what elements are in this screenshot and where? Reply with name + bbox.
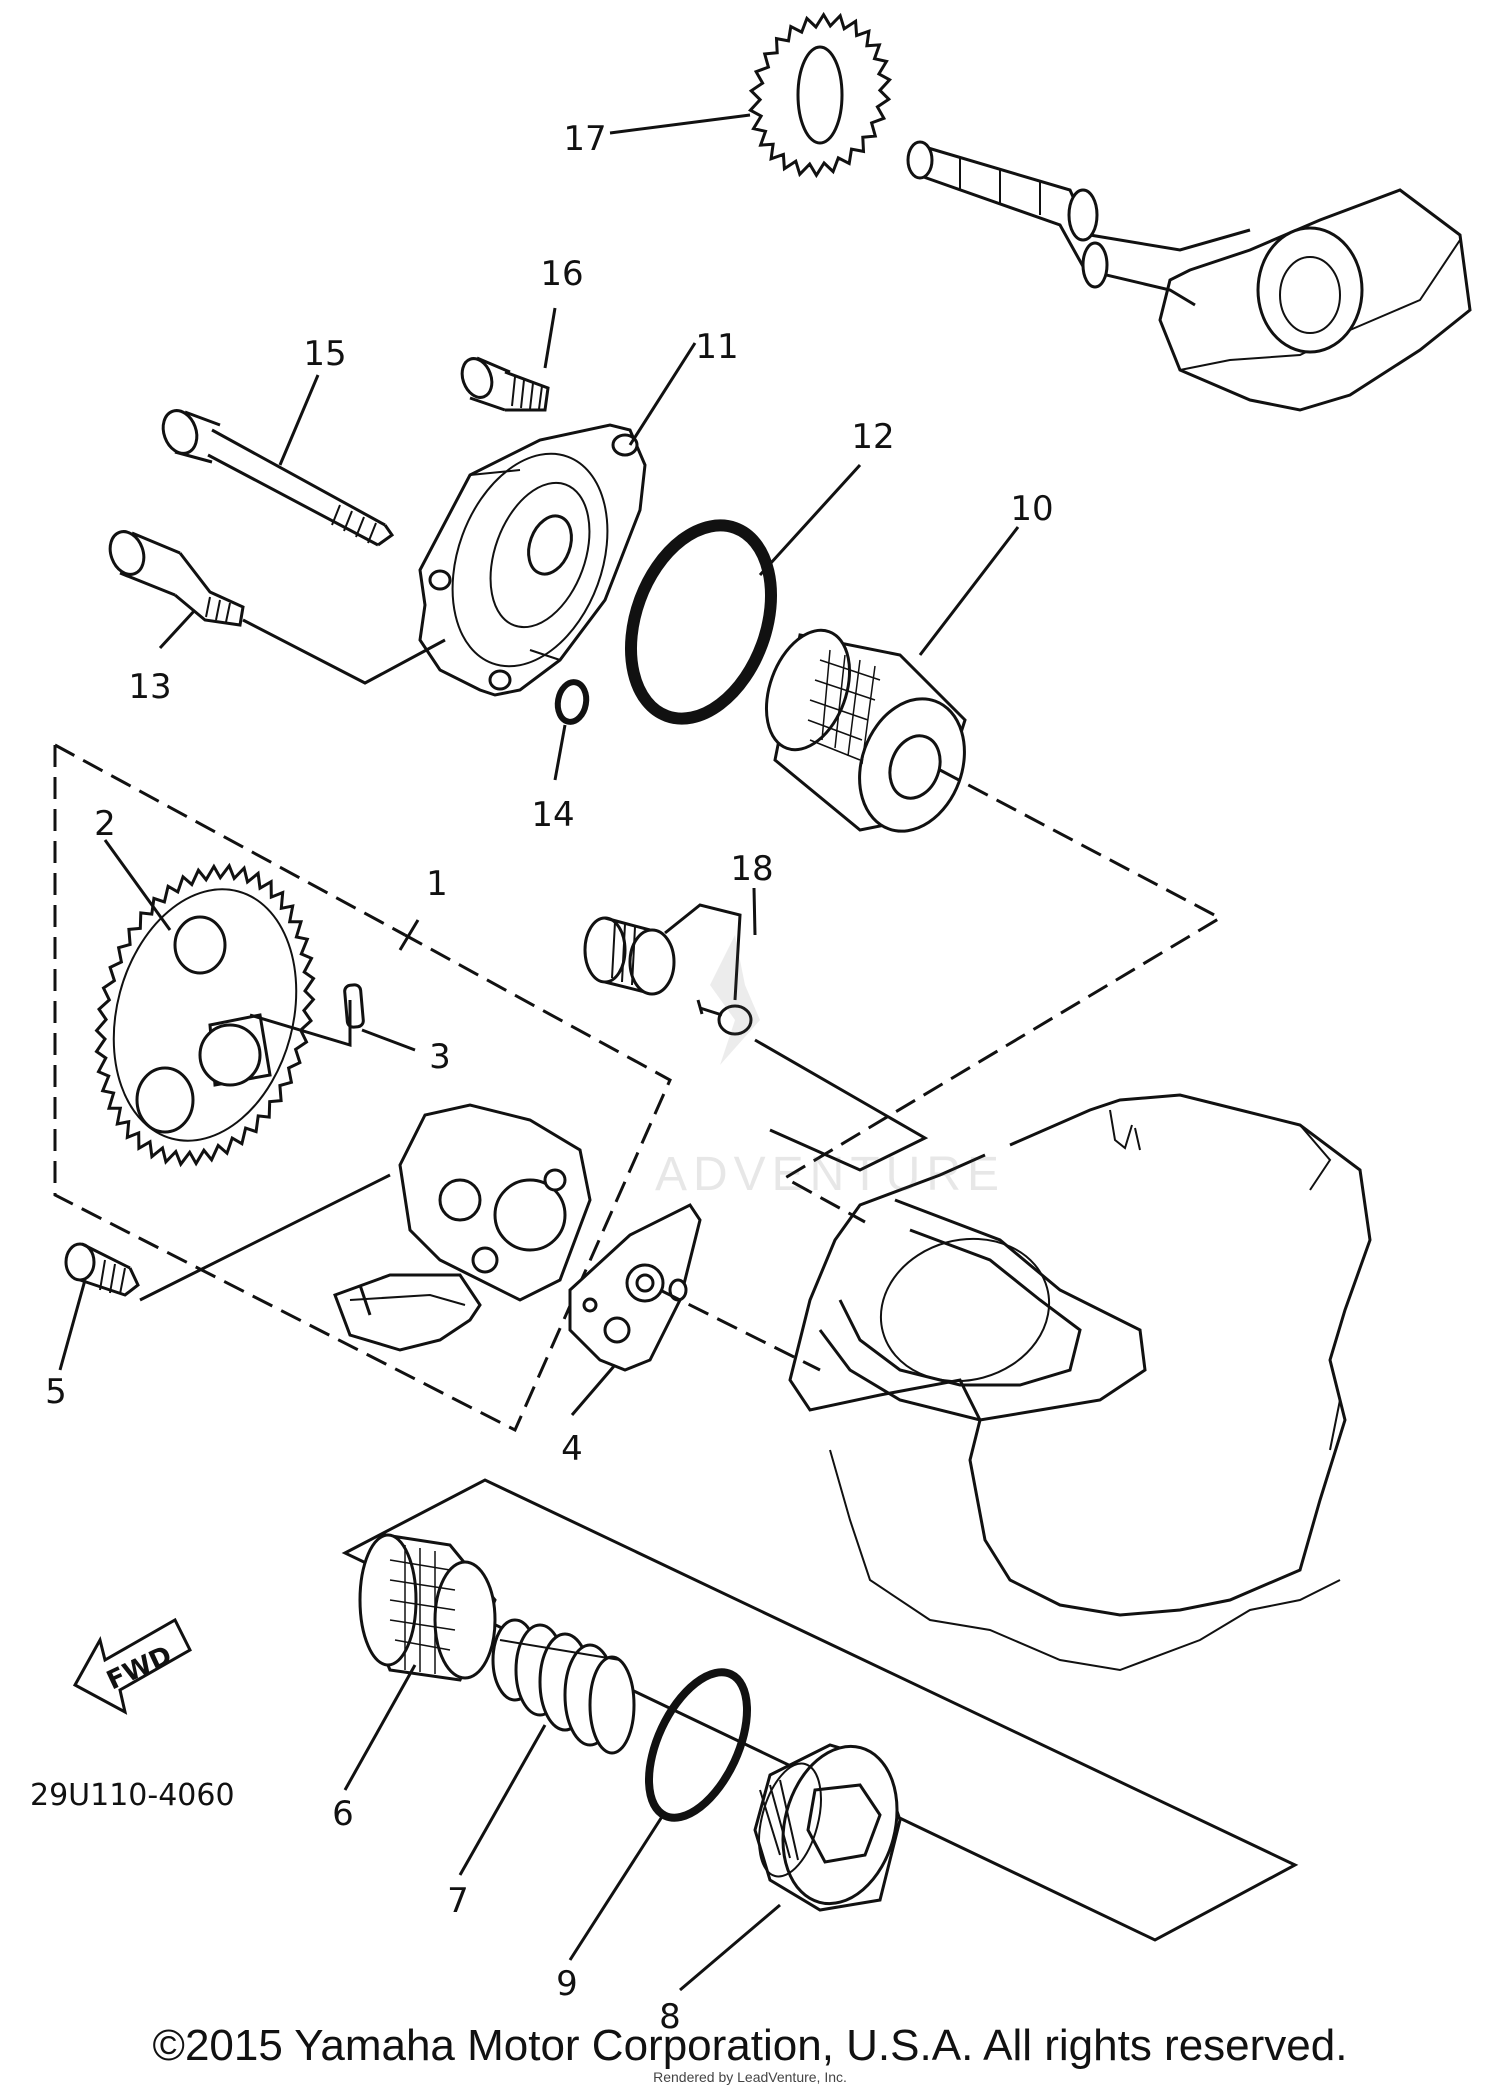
part-9-o-ring [645, 1668, 751, 1822]
part-5-screw [64, 1242, 140, 1297]
part-6-strainer [358, 1533, 497, 1682]
callout-15: 15 [303, 334, 346, 374]
part-1-pump-body [333, 1103, 592, 1352]
callout-18: 18 [730, 849, 773, 889]
leader-18-engine [754, 1038, 929, 1172]
callout-12: 12 [851, 417, 894, 457]
callout-13: 13 [128, 667, 171, 707]
fwd-label: FWD [102, 1640, 176, 1696]
callout-16: 16 [540, 254, 583, 294]
callout-11: 11 [695, 327, 738, 367]
leader-11-13 [242, 618, 446, 685]
forward-direction-arrow: FWD [72, 1617, 192, 1715]
callout-6: 6 [332, 1794, 354, 1834]
part-2-pump-gear [94, 862, 316, 1168]
crankshaft-drawing [906, 140, 1472, 412]
copyright-notice: ©2015 Yamaha Motor Corporation, U.S.A. A… [153, 2021, 1348, 2070]
callout-14: 14 [531, 795, 574, 835]
callout-numbers: 17 16 15 11 12 10 13 14 18 1 2 3 5 4 6 7… [45, 119, 1053, 2037]
callout-1: 1 [426, 864, 448, 904]
callout-4: 4 [561, 1429, 583, 1469]
part-16-bolt [460, 356, 550, 412]
callout-2: 2 [94, 804, 116, 844]
part-12-o-ring [624, 519, 778, 725]
part-1-assembly-outline [53, 745, 672, 1433]
part-3-pin [249, 983, 365, 1048]
leader-4-engine [659, 1288, 821, 1372]
callout-8: 8 [659, 1997, 681, 2037]
leader-3 [361, 1028, 416, 1052]
leader-lines [58, 113, 1020, 1992]
part-13-bolt [108, 530, 245, 627]
part-14-small-o-ring [554, 679, 590, 725]
callout-9: 9 [556, 1964, 578, 2004]
leader-18 [664, 903, 742, 1001]
engine-block-drawing [788, 1093, 1372, 1672]
callout-7: 7 [447, 1881, 469, 1921]
watermark-brand: ADVENTURE [655, 1148, 1005, 1201]
render-credit: Rendered by LeadVenture, Inc. [653, 2069, 847, 2085]
part-18-plug [583, 916, 753, 1036]
diagram-code: 29U110-4060 [30, 1778, 235, 1813]
part-15-long-bolt [161, 409, 395, 547]
leader-5-assembly [139, 1173, 391, 1302]
part-4-gasket [568, 1203, 702, 1372]
part-1-outline-top [54, 743, 406, 937]
part-8-drain-plug [753, 1743, 902, 1912]
callout-5: 5 [45, 1372, 67, 1412]
callout-17: 17 [563, 119, 606, 159]
callout-10: 10 [1010, 489, 1053, 529]
part-17-sprocket [747, 11, 893, 179]
watermark-logo: ADVENTURE [655, 935, 1005, 1201]
leader-10-filter-line [781, 768, 1224, 1224]
part-10-oil-filter [764, 628, 967, 833]
part-7-spring [491, 1618, 636, 1755]
leader-1 [398, 919, 420, 951]
part-11-filter-cover [418, 423, 647, 697]
callout-3: 3 [429, 1037, 451, 1077]
